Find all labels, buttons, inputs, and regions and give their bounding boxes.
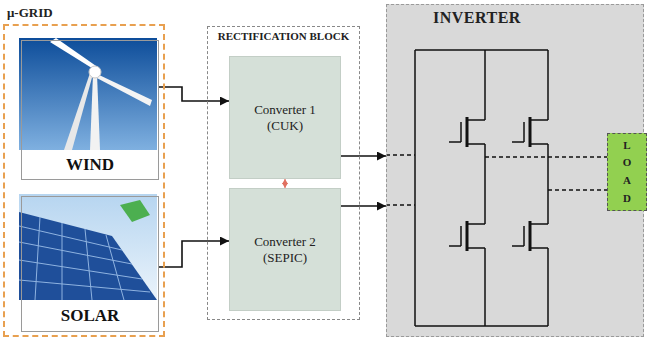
- connector-arrow: [341, 155, 386, 157]
- inverter-input-wires: [386, 155, 415, 205]
- converter-box: Converter 2 (SEPIC): [229, 188, 341, 311]
- node-label: Converter 1 (CUK): [243, 102, 327, 134]
- node-label: INVERTER: [433, 9, 521, 27]
- converter-box: Converter 1 (CUK): [229, 56, 341, 179]
- node-label: LOAD: [622, 137, 633, 207]
- node-label: RECTIFICATION BLOCK: [218, 30, 350, 42]
- load-box: LOAD: [607, 133, 647, 211]
- wind-turbine-picture: [19, 38, 157, 150]
- node-label: WIND: [66, 155, 114, 175]
- connector-arrow: [159, 241, 229, 267]
- inverter-block: INVERTER: [386, 4, 644, 337]
- grid-region: μ-GRIDWINDSOLAR: [3, 24, 165, 337]
- solar-panel-picture: [19, 194, 157, 300]
- wind-source: WIND: [21, 40, 159, 180]
- node-label: SOLAR: [61, 306, 120, 326]
- solar-caption-band: [19, 300, 157, 330]
- rectification-block: RECTIFICATION BLOCK Converter 1 (CUK) Conv…: [207, 26, 360, 320]
- node-label: μ-GRID: [7, 5, 53, 21]
- connector-arrow: [159, 87, 229, 101]
- connector-arrow: [548, 189, 607, 191]
- connector-arrow: [485, 156, 607, 158]
- node-label: Converter 2 (SEPIC): [243, 234, 327, 266]
- inverter-fill: [386, 4, 644, 337]
- solar-source: SOLAR: [21, 196, 159, 332]
- h-bridge-mosfets: [415, 50, 548, 326]
- connector-arrow: [285, 179, 286, 188]
- connector-arrow: [341, 205, 386, 207]
- wind-caption-band: [19, 150, 157, 178]
